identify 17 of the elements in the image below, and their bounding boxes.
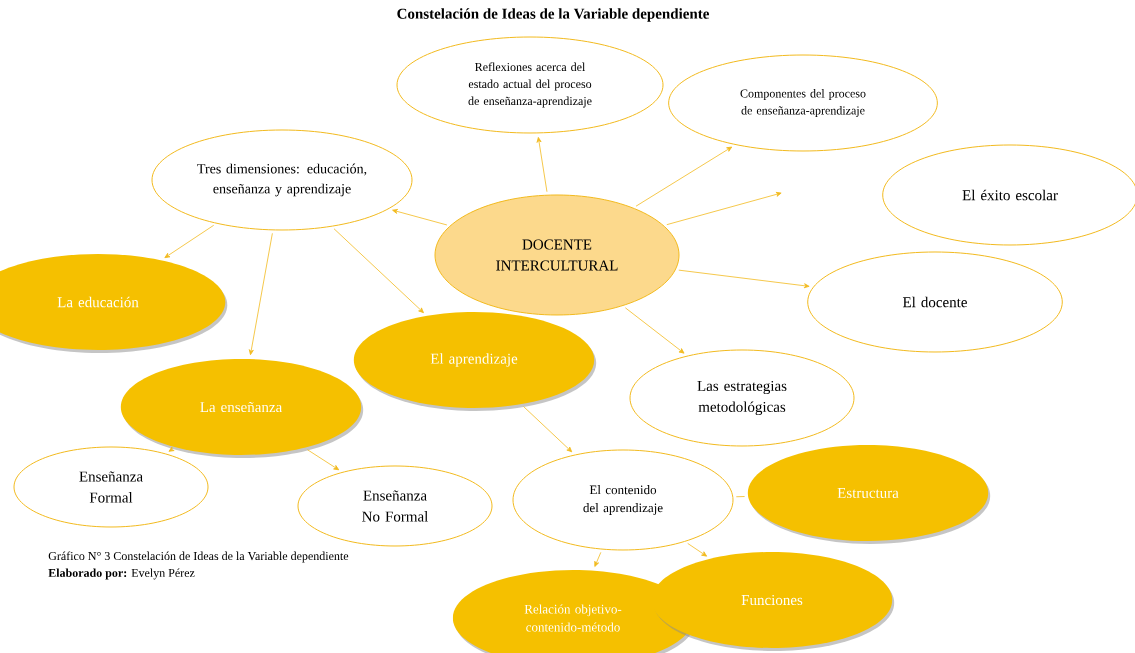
arrow	[164, 224, 215, 259]
caption: Gráfico N° 3 Constelación de Ideas de la Variable dependiente	[48, 551, 349, 563]
author-note: Elaborado por: Evelyn Pérez	[48, 568, 195, 580]
arrow	[168, 446, 175, 452]
arrow	[333, 228, 424, 314]
arrow	[624, 307, 685, 354]
arrow	[523, 406, 573, 453]
arrow	[594, 551, 602, 567]
arrow	[307, 449, 340, 471]
title: Constelación de Ideas de la Variable dependiente	[397, 8, 709, 22]
arrow	[687, 543, 708, 557]
arrow	[635, 146, 733, 207]
arrow	[666, 191, 782, 226]
arrow	[392, 209, 448, 226]
arrow	[678, 269, 810, 289]
arrow	[248, 232, 273, 356]
arrow	[536, 137, 548, 193]
